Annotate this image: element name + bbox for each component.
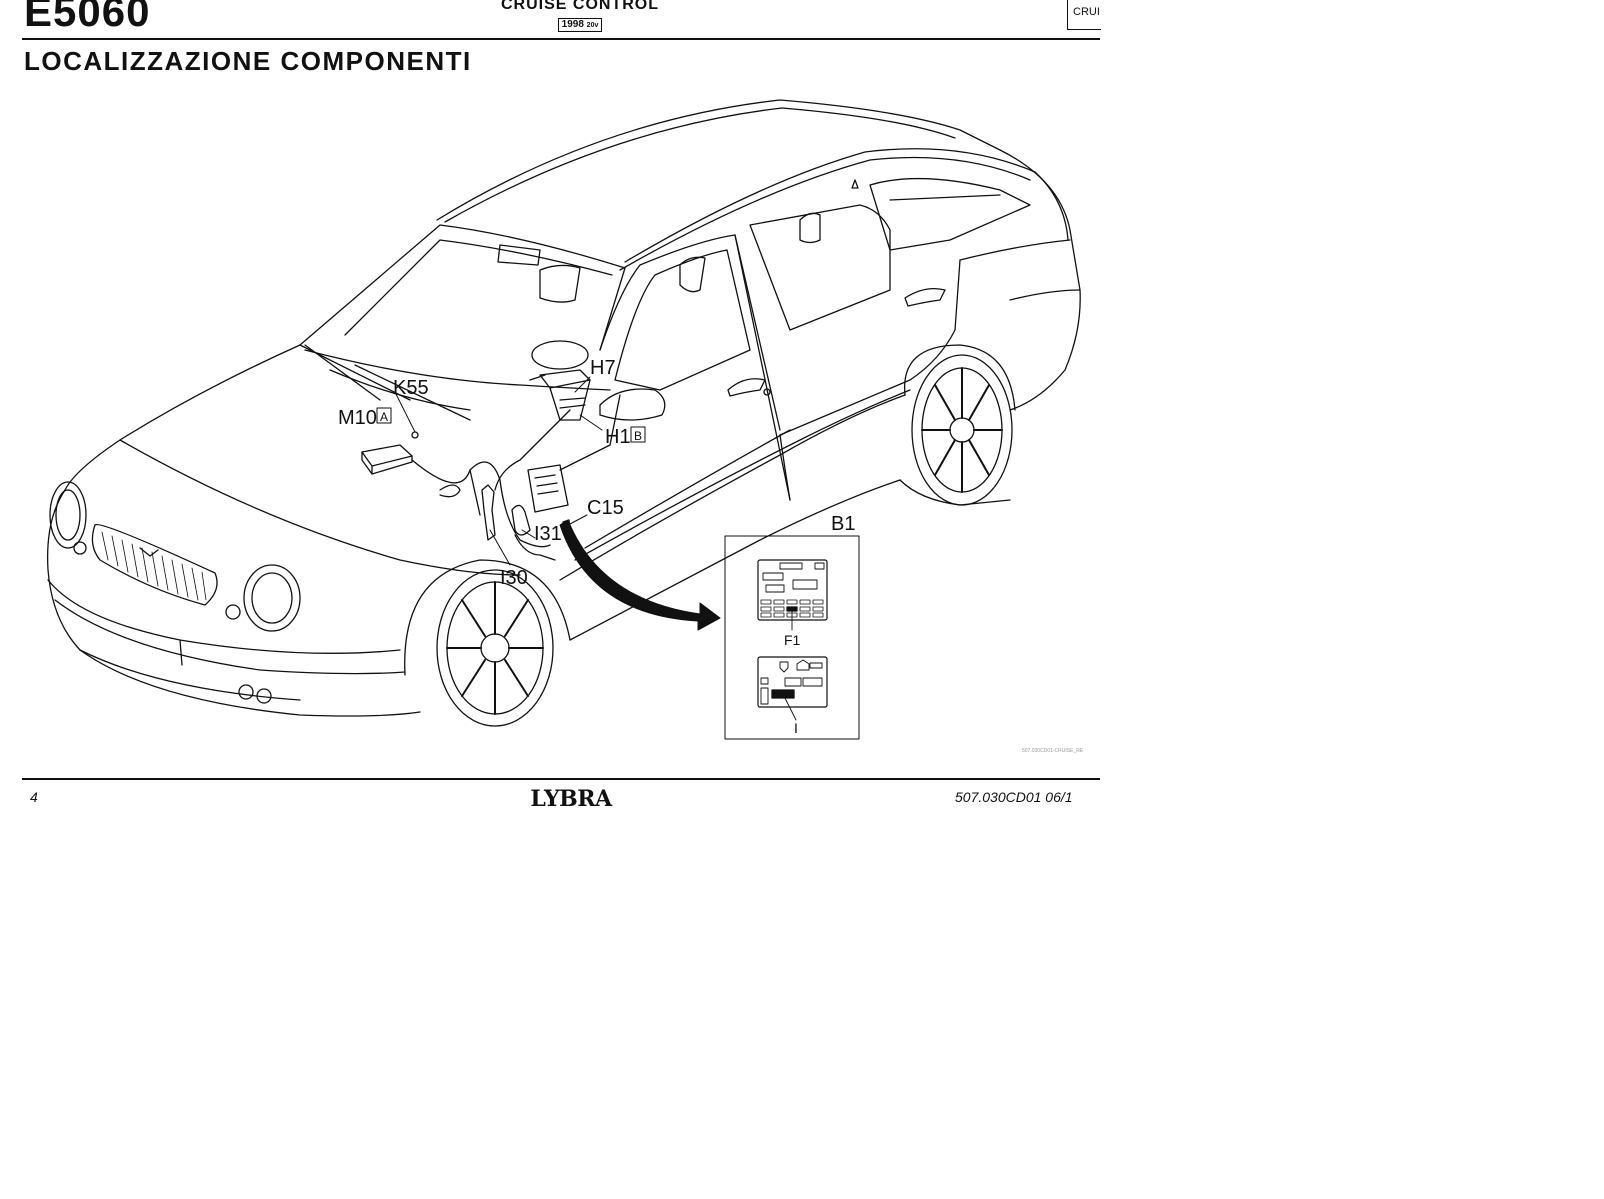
label-c15: C15 — [587, 497, 624, 519]
label-i31: I31 — [534, 523, 562, 545]
label-h7: H7 — [590, 357, 616, 379]
label-b1: B1 — [831, 513, 855, 535]
label-i: I — [794, 720, 798, 736]
fuse-box-detail-inset — [724, 535, 860, 740]
label-k55: K55 — [393, 377, 429, 399]
label-h1: H1 — [605, 426, 631, 448]
section-tab: CRUI — [1067, 0, 1101, 30]
brand-logo: LYBRA — [530, 786, 612, 812]
label-m10: M10 — [338, 407, 377, 429]
label-i30: I30 — [500, 567, 528, 589]
model-year-badge: 1998 20v — [557, 18, 603, 32]
components-and-wiring — [361, 369, 603, 566]
badge-engine: 20v — [586, 22, 599, 29]
header-divider — [22, 38, 1100, 40]
system-title: CRUISE CONTROL — [501, 0, 659, 13]
label-m10-box: A — [380, 410, 388, 424]
fuse-f1-marker — [786, 606, 798, 612]
relay-i-marker — [771, 689, 795, 699]
label-f1: F1 — [784, 632, 801, 648]
drawing-reference-code: 507.030CD01-CRUISE_RE — [1022, 748, 1084, 754]
badge-year: 1998 — [561, 19, 584, 30]
component-location-diagram: H7 K55 M10 A H1 B C15 I31 I30 B1 F1 I — [46, 99, 1081, 740]
page-number: 4 — [30, 789, 38, 805]
car-illustration — [46, 99, 1081, 727]
section-title: LOCALIZZAZIONE COMPONENTI — [24, 46, 472, 76]
label-h1-box: B — [634, 429, 642, 443]
callout-arrow — [559, 519, 721, 631]
manual-section-code: E5060 — [24, 0, 151, 35]
footer-divider — [22, 778, 1100, 780]
system-title-block: CRUISE CONTROL 1998 20v — [480, 0, 680, 32]
document-reference: 507.030CD01 06/1 — [955, 789, 1073, 805]
